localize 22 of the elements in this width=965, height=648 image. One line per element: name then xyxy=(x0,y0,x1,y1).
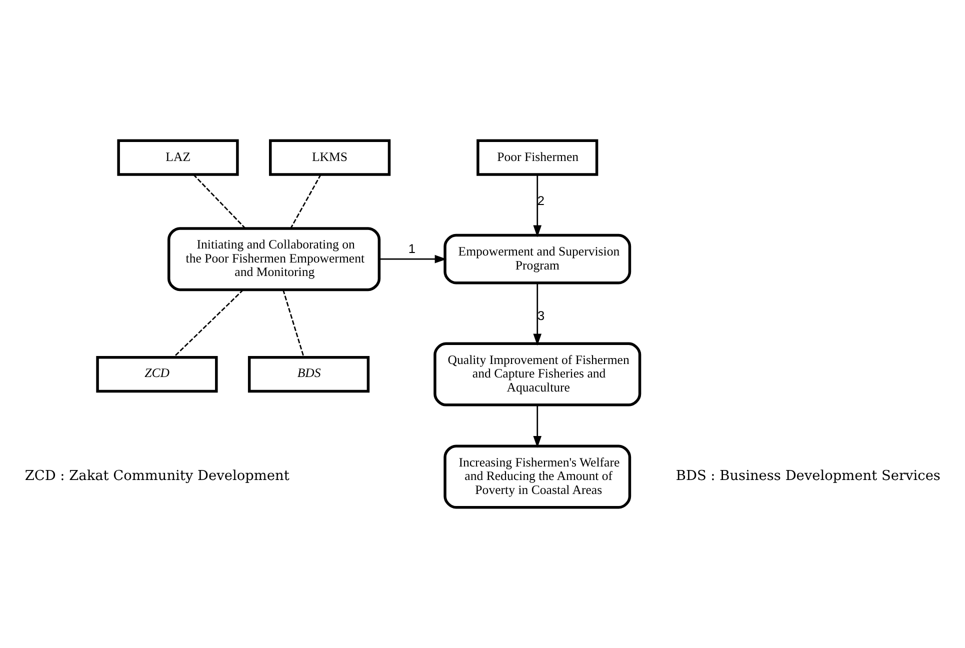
arrow xyxy=(379,254,447,264)
connector xyxy=(290,174,322,228)
arrow xyxy=(533,282,542,346)
node-box: Poor Fishermen xyxy=(476,139,598,176)
node-box: LKMS xyxy=(268,139,391,176)
connector xyxy=(282,290,304,358)
node-box: Empowerment and Supervision Program xyxy=(444,234,632,284)
connector xyxy=(173,289,244,358)
label: BDS : Business Development Services xyxy=(676,468,940,484)
node-box: Quality Improvement of Fishermen and Capture Fisheries and Aquaculture xyxy=(434,342,642,406)
node-box: Increasing Fishermen's Welfare and Reducing the Amount of Poverty in Coastal Areas xyxy=(444,444,632,509)
label: ZCD : Zakat Community Development xyxy=(24,468,290,484)
node-box: ZCD xyxy=(96,356,218,393)
edge-label: 3 xyxy=(537,308,545,324)
edge-label: 2 xyxy=(537,192,544,208)
node-box: LAZ xyxy=(117,139,239,176)
node-box: Initiating and Collaborating on the Poor Fishermen Empowerment and Monitoring xyxy=(167,227,381,292)
connector xyxy=(192,174,246,229)
edge-label: 1 xyxy=(408,240,416,256)
node-box: BDS xyxy=(248,356,370,393)
arrow xyxy=(533,405,542,448)
arrow xyxy=(533,174,542,238)
